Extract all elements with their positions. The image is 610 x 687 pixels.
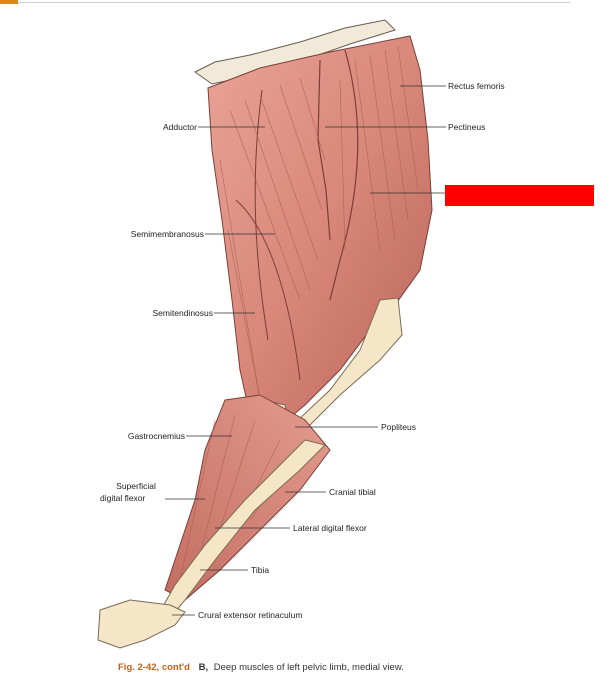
semimembranosus-border	[254, 89, 269, 341]
caption-panel: B,	[198, 662, 209, 673]
caption-text: Deep muscles of left pelvic limb, medial…	[213, 662, 404, 673]
thigh-muscles	[207, 35, 433, 431]
label-crural-extensor-retinaculum: Crural extensor retinaculum	[198, 610, 303, 620]
label-tibia: Tibia	[251, 565, 270, 575]
hock-bone	[97, 599, 186, 649]
redacted-label-box	[445, 185, 594, 206]
label-superficial-digital-flexor-1: Superficial	[116, 481, 156, 491]
label-superficial-digital-flexor-2: digital flexor	[100, 493, 146, 503]
label-rectus-femoris: Rectus femoris	[448, 81, 505, 91]
label-lateral-digital-flexor: Lateral digital flexor	[293, 523, 367, 533]
label-adductor: Adductor	[162, 122, 197, 132]
figure-caption: Fig. 2-42, cont'd B, Deep muscles of lef…	[118, 662, 404, 673]
pectineus-border	[317, 59, 331, 241]
muscle-fibers	[219, 45, 419, 411]
label-gastrocnemius: Gastrocnemius	[127, 431, 185, 441]
top-bar-accent	[0, 0, 18, 4]
label-semimembranosus: Semimembranosus	[130, 229, 204, 239]
label-cranial-tibial: Cranial tibial	[329, 487, 376, 497]
top-bar-rule	[18, 2, 570, 3]
label-semitendinosus: Semitendinosus	[152, 308, 213, 318]
top-bar	[0, 0, 610, 6]
semitendinosus-border	[235, 199, 301, 381]
caption-figure-number: Fig. 2-42, cont'd	[118, 662, 190, 673]
label-pectineus: Pectineus	[448, 122, 486, 132]
rectus-border	[329, 49, 359, 301]
leader-lines	[165, 85, 446, 616]
label-popliteus: Popliteus	[381, 422, 416, 432]
